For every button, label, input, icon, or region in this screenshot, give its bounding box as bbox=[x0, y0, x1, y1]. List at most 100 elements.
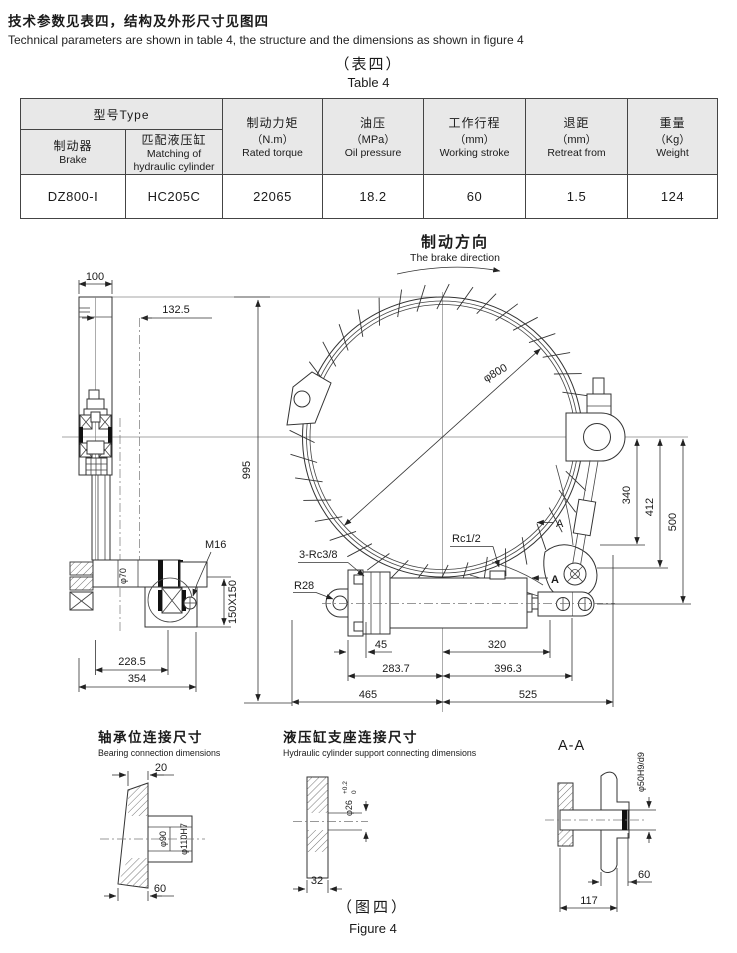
brake-ring-tick bbox=[558, 489, 577, 513]
dim-phi110-label: φ110H7 bbox=[179, 823, 189, 855]
section-marker-a-upper: A bbox=[556, 518, 564, 530]
side-view-dimensions: 100 132.5 995 M16 150X150 228.5 354 bbox=[78, 271, 292, 704]
brake-ring-tick bbox=[562, 391, 590, 397]
brake-ring-tick bbox=[436, 283, 450, 310]
torque-unit: （N.m） bbox=[251, 133, 294, 146]
header-oil: 油压 （MPa） Oil pressure bbox=[322, 97, 424, 176]
header-title-en: Technical parameters are shown in table … bbox=[8, 33, 524, 47]
brake-ring-tick bbox=[528, 333, 556, 344]
dim-phi90-label: φ90 bbox=[158, 831, 168, 847]
cell-retreat: 1.5 bbox=[525, 174, 628, 220]
cylinder-cn: 匹配液压缸 bbox=[141, 133, 207, 147]
brake-ring-tick bbox=[338, 324, 349, 351]
dim-500-label: 500 bbox=[667, 513, 679, 531]
main-view-right-dimensions: 340 412 500 bbox=[597, 438, 691, 605]
brake-ring-tick bbox=[542, 352, 571, 358]
dim-117-label: 117 bbox=[580, 895, 598, 907]
shaft bbox=[559, 809, 629, 831]
detail-views-drawing: 轴承位连接尺寸 Bearing connection dimensions φ9… bbox=[98, 729, 656, 936]
section-marker-a-lower: A bbox=[551, 574, 559, 586]
figure-caption-cn: （图四） bbox=[337, 899, 409, 916]
dim-phi800-label: φ800 bbox=[481, 362, 509, 385]
header-stroke: 工作行程 （mm） Working stroke bbox=[423, 97, 526, 176]
header-brake: 制动器 Brake bbox=[20, 128, 126, 176]
lever-assembly bbox=[469, 377, 626, 600]
brake-ring-tick bbox=[476, 293, 497, 315]
dim-m16-label: M16 bbox=[205, 539, 226, 551]
brake-ring-tick bbox=[512, 316, 538, 331]
label-r28: R28 bbox=[294, 580, 314, 592]
rear-lug-hole bbox=[332, 595, 348, 611]
svg-text:+0.2: +0.2 bbox=[342, 781, 349, 794]
label-3rc38: 3-Rc3/8 bbox=[299, 549, 338, 561]
header-weight: 重量 （Kg） Weight bbox=[627, 97, 718, 176]
brake-ring-tick bbox=[366, 553, 390, 571]
retreat-en: Retreat from bbox=[547, 146, 606, 159]
table-caption-en: Table 4 bbox=[347, 74, 390, 90]
retreat-unit: （mm） bbox=[556, 133, 597, 146]
bearing-title-cn: 轴承位连接尺寸 bbox=[98, 729, 203, 745]
table-caption-cn: （表四） bbox=[334, 56, 403, 73]
dim-995-label: 995 bbox=[241, 461, 253, 479]
brake-ring-tick bbox=[290, 453, 318, 463]
dim-340-label: 340 bbox=[621, 486, 633, 504]
cell-torque: 22065 bbox=[222, 174, 323, 220]
torque-cn: 制动力矩 bbox=[246, 115, 299, 130]
parameters-table: 型号Type 制动力矩 （N.m） Rated torque 油压 （MPa） … bbox=[20, 97, 718, 220]
brake-ring-tick bbox=[388, 559, 409, 581]
cylinder-head bbox=[362, 571, 391, 635]
brake-ring-tick bbox=[314, 516, 343, 522]
main-assembly-drawing: 制动方向 The brake direction φ800 bbox=[62, 233, 691, 712]
weight-en: Weight bbox=[656, 146, 689, 159]
cell-cylinder-model: HC205C bbox=[125, 174, 223, 220]
brake-ring-tick bbox=[322, 341, 337, 367]
dim-150x150-label: 150X150 bbox=[227, 580, 239, 624]
dim-465-label: 465 bbox=[359, 689, 377, 701]
cell-weight: 124 bbox=[627, 174, 718, 220]
oil-port bbox=[489, 570, 506, 580]
brake-cn: 制动器 bbox=[53, 139, 93, 154]
header-title-cn: 技术参数见表四，结构及外形尺寸见图四 bbox=[8, 14, 269, 29]
dim-132-5-label: 132.5 bbox=[162, 304, 190, 316]
brake-ring-tick bbox=[295, 477, 323, 483]
cylinder-en1: Matching of bbox=[146, 148, 202, 160]
dim-354-label: 354 bbox=[128, 673, 146, 685]
cell-stroke: 60 bbox=[423, 174, 526, 220]
turnbuckle bbox=[572, 498, 597, 537]
header-retreat: 退距 （mm） Retreat from bbox=[525, 97, 628, 176]
brake-ring-tick bbox=[289, 429, 315, 444]
brake-ring-tick bbox=[347, 543, 373, 558]
brake-ring-tick bbox=[357, 309, 364, 337]
stroke-en: Working stroke bbox=[439, 146, 510, 159]
brake-ring-tick bbox=[397, 289, 403, 318]
brake-direction-cn: 制动方向 bbox=[421, 233, 489, 251]
cell-brake-model: DZ800-I bbox=[20, 174, 126, 220]
dim-phi50-label: φ50H9/d9 bbox=[636, 752, 646, 792]
oil-cn: 油压 bbox=[359, 115, 386, 130]
section-aa-title: A-A bbox=[558, 738, 585, 754]
dim-phi70-label: φ70 bbox=[118, 568, 128, 584]
main-view-bottom-dimensions: 45 320 283.7 396.3 465 525 bbox=[291, 555, 614, 707]
bearing-title-en: Bearing connection dimensions bbox=[98, 748, 221, 758]
stroke-unit: （mm） bbox=[454, 133, 495, 146]
brake-ring-tick bbox=[536, 523, 547, 550]
dim-396-3-label: 396.3 bbox=[494, 663, 522, 675]
side-view: φ70 bbox=[69, 296, 208, 632]
figure-caption: （图四） Figure 4 bbox=[337, 899, 409, 936]
brake-en: Brake bbox=[59, 154, 87, 167]
table-row: DZ800-I HC205C 22065 18.2 60 1.5 124 bbox=[20, 174, 718, 220]
cylinder-body bbox=[389, 577, 528, 629]
cell-oil: 18.2 bbox=[322, 174, 424, 220]
bearing-detail: 轴承位连接尺寸 Bearing connection dimensions φ9… bbox=[98, 729, 221, 901]
torque-en: Rated torque bbox=[242, 146, 303, 159]
dim-phi26-label: φ26 +0.2 0 bbox=[342, 781, 358, 816]
brake-ring-tick bbox=[456, 286, 474, 311]
dim-100-label: 100 bbox=[86, 271, 104, 283]
brake-ring-tick bbox=[329, 530, 357, 541]
support-title-en: Hydraulic cylinder support connecting di… bbox=[283, 748, 477, 758]
brake-direction-en: The brake direction bbox=[410, 252, 500, 264]
weight-cn: 重量 bbox=[659, 115, 686, 130]
oil-unit: （MPa） bbox=[350, 133, 396, 146]
piston-rod bbox=[526, 593, 533, 613]
